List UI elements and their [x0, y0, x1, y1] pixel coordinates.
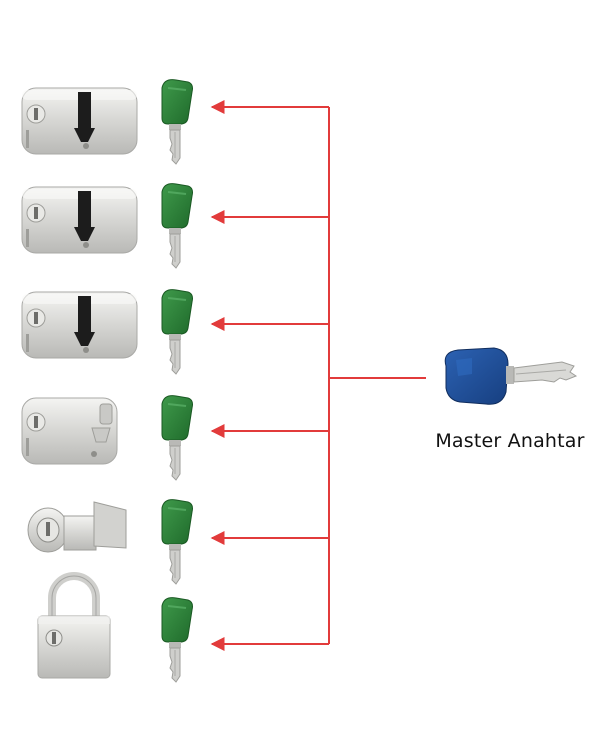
user-key-icon — [161, 394, 194, 481]
master-key-icon — [444, 347, 577, 405]
euro-double-cylinder-icon — [21, 186, 138, 254]
user-key-icon — [161, 288, 194, 375]
euro-half-cylinder-icon — [21, 397, 118, 465]
euro-double-cylinder-icon — [21, 87, 138, 155]
cam-lock-icon — [27, 501, 127, 553]
user-key-icon — [161, 182, 194, 269]
user-key-icon — [161, 498, 194, 585]
connector-lines — [210, 100, 426, 651]
euro-double-cylinder-icon — [21, 291, 138, 359]
master-key-label: Master Anahtar — [435, 430, 585, 452]
user-key-icon — [161, 78, 194, 165]
user-key-icon — [161, 596, 194, 683]
padlock-icon — [38, 576, 110, 678]
